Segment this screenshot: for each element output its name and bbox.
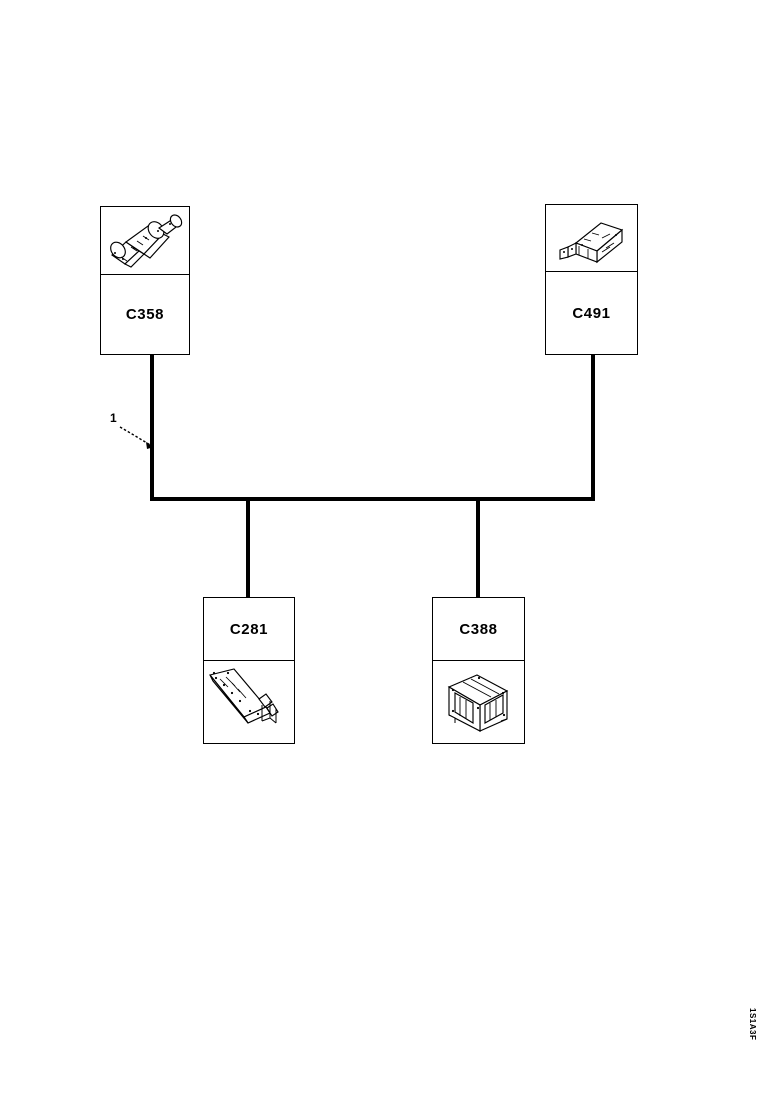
multi-pin-terminal-strip-icon: [208, 668, 279, 724]
connector-artwork-pane-bottom-right: [433, 661, 524, 743]
connector-artwork-pane-top-left: [101, 207, 189, 275]
callout-leader-line: [119, 426, 154, 449]
drop-wire-top-right: [591, 355, 595, 501]
drop-wire-bottom-left: [246, 497, 250, 599]
connector-label-pane-bottom-right: C388: [433, 598, 524, 661]
connector-box-bottom-right[interactable]: C388: [432, 597, 525, 744]
connector-label-pane-top-right: C491: [546, 272, 637, 354]
drop-wire-bottom-right: [476, 497, 480, 599]
connector-box-top-right[interactable]: C491: [545, 204, 638, 355]
callout-number-1: 1: [110, 411, 117, 425]
multi-way-housing-connector-icon: [447, 674, 509, 732]
connector-label-pane-top-left: C358: [101, 275, 189, 354]
connector-box-top-left[interactable]: C358: [100, 206, 190, 355]
drop-wire-top-left: [150, 355, 154, 501]
connector-label-c388: C388: [459, 620, 498, 638]
connector-label-c358: C358: [125, 306, 165, 323]
connector-artwork-pane-bottom-left: [204, 661, 294, 743]
drawing-margin-stamp: 1S1A3F: [748, 1008, 757, 1041]
connector-label-c281: C281: [229, 620, 269, 638]
connector-artwork-pane-top-right: [546, 205, 637, 272]
rectangular-block-connector-icon: [559, 222, 624, 264]
inline-connector-plug-icon: [110, 214, 183, 268]
connector-label-pane-bottom-left: C281: [204, 598, 294, 661]
main-harness-bus: [150, 497, 595, 501]
connector-label-c491: C491: [572, 304, 611, 322]
connector-box-bottom-left[interactable]: C281: [203, 597, 295, 744]
